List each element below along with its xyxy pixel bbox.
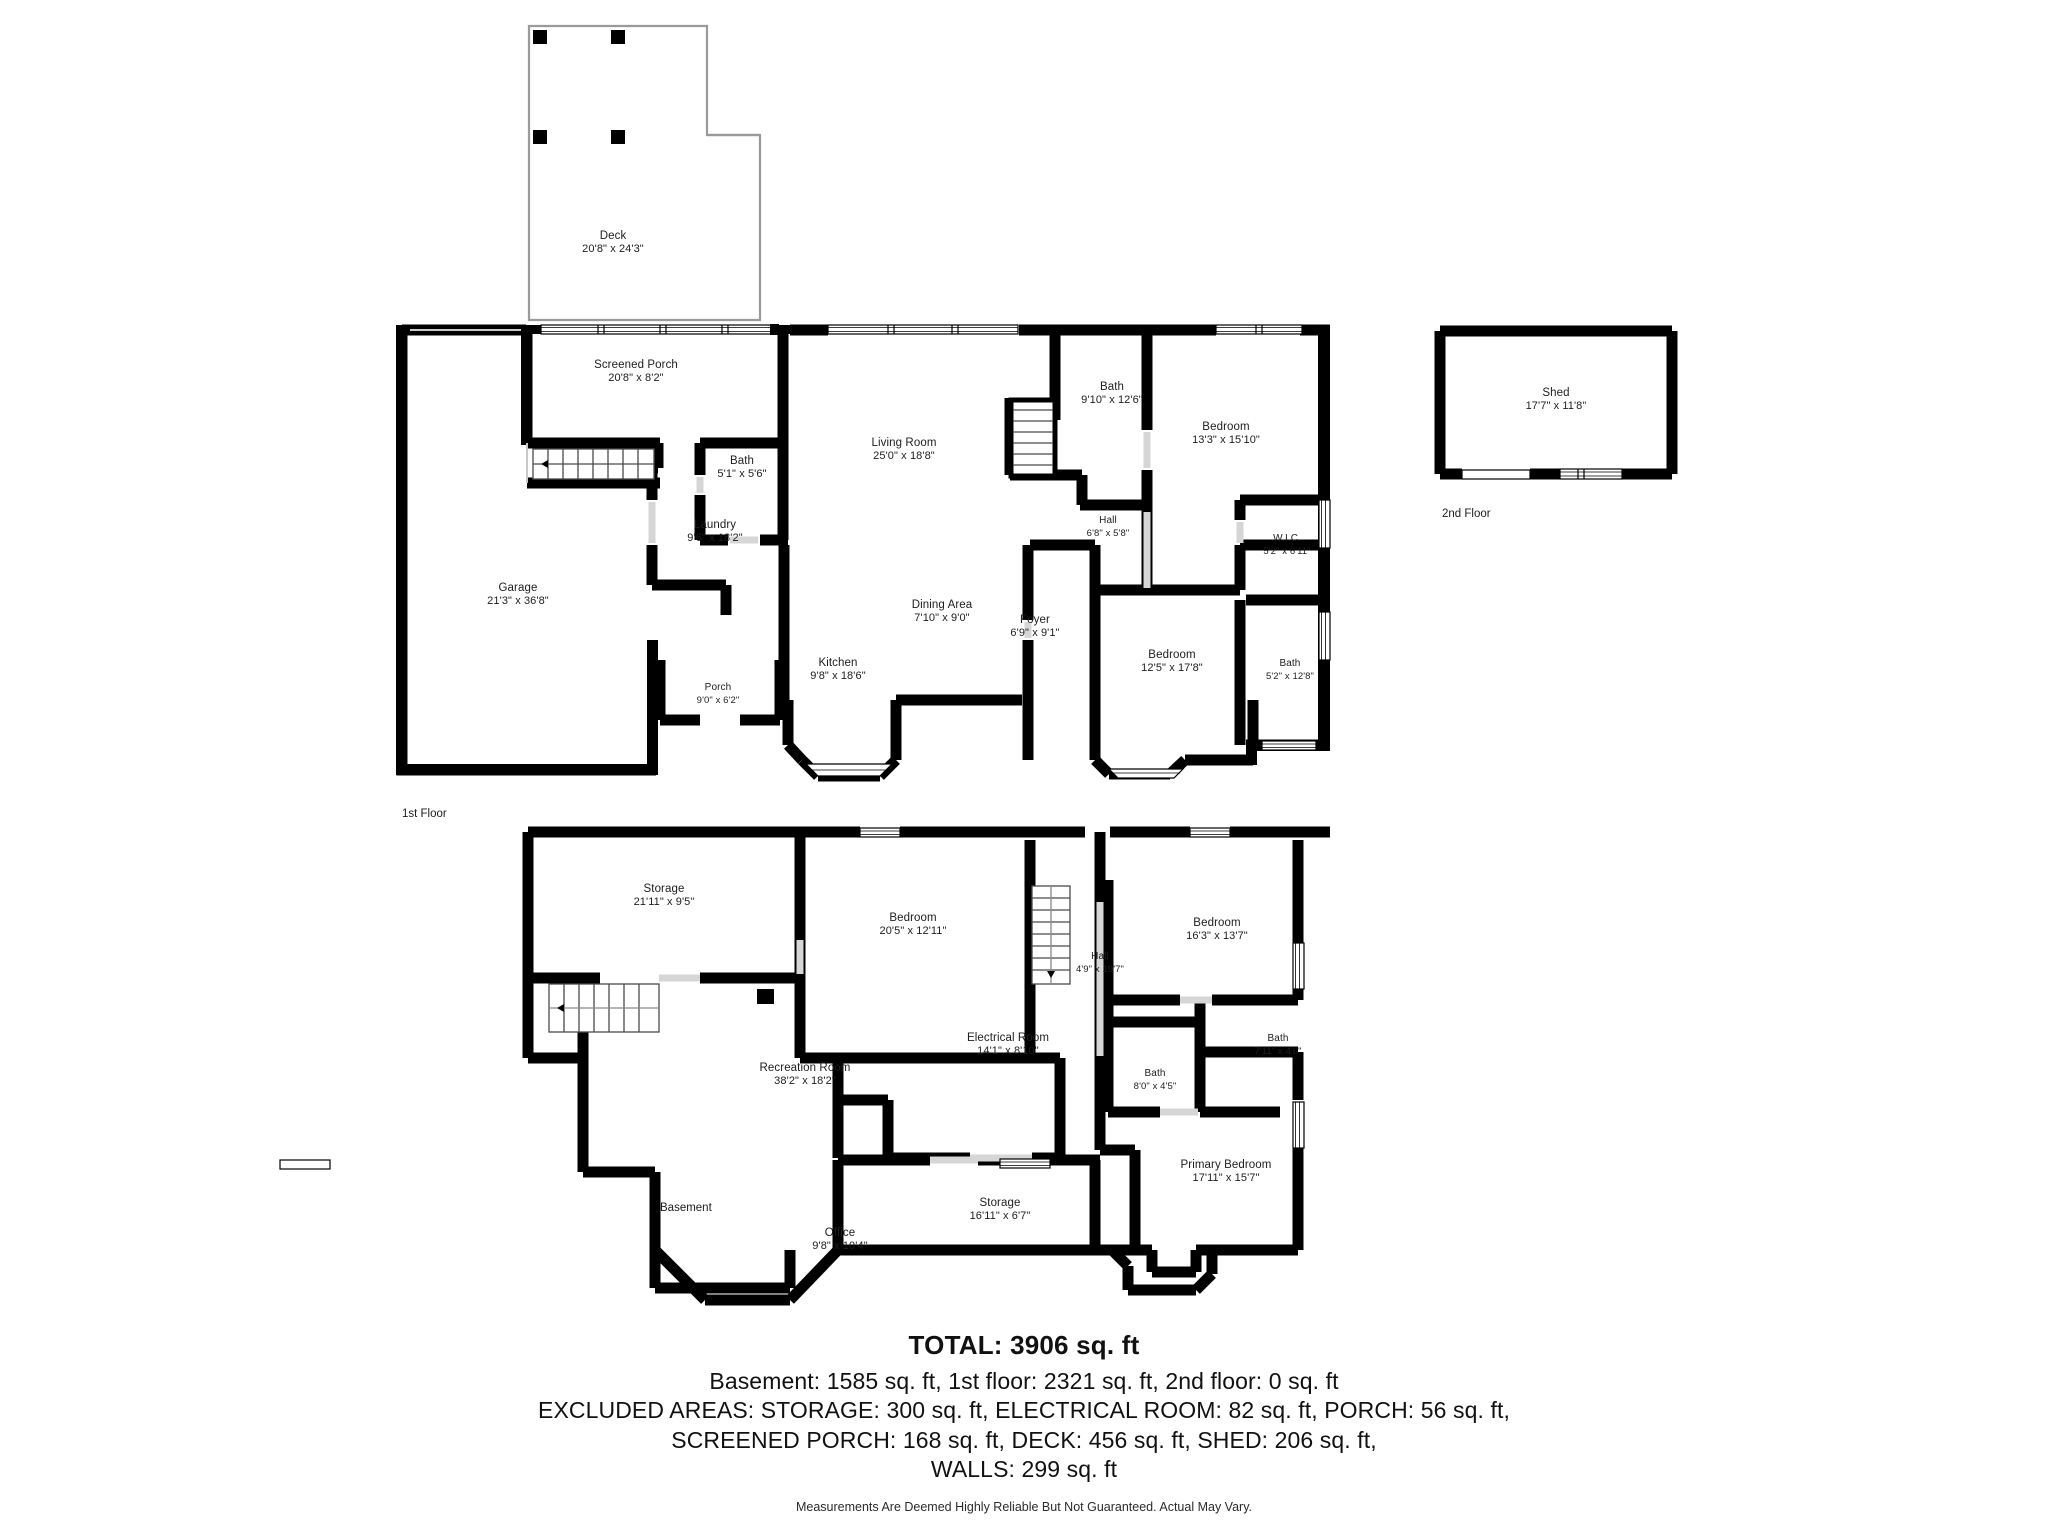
excluded-areas-line-1: EXCLUDED AREAS: STORAGE: 300 sq. ft, ELE… — [538, 1397, 1510, 1424]
first-floor-exterior-walls — [396, 325, 1330, 775]
basement-windows — [279, 827, 1305, 1170]
basement-storage-window — [999, 1158, 1051, 1169]
floor-caption-second: 2nd Floor — [1442, 508, 1491, 520]
first-floor-drawing — [396, 24, 1331, 782]
mechanical-block — [757, 989, 774, 1004]
area-summary: TOTAL: 3906 sq. ft Basement: 1585 sq. ft… — [0, 1330, 2048, 1485]
basement-stair-arrow-2 — [1047, 971, 1055, 978]
basement-doors — [659, 902, 1212, 1164]
stair-direction-arrow — [541, 460, 548, 468]
basement-stair-arrow — [557, 1004, 564, 1012]
second-floor-drawing — [1434, 325, 1678, 480]
basement-drawing — [279, 826, 1330, 1306]
floor-caption-first: 1st Floor — [402, 808, 447, 820]
first-floor-walls — [396, 324, 1330, 782]
shed-door — [1559, 468, 1623, 480]
stairs-basement-center — [1031, 885, 1071, 985]
disclaimer-text: Measurements Are Deemed Highly Reliable … — [795, 1500, 1252, 1514]
total-area-line: TOTAL: 3906 sq. ft — [908, 1330, 1140, 1360]
excluded-areas-line-2: SCREENED PORCH: 168 sq. ft, DECK: 456 sq… — [671, 1426, 1377, 1453]
deck-outline — [527, 24, 762, 322]
stairs-basement-left — [548, 983, 660, 1033]
floor-caption-basement: Basement — [660, 1202, 712, 1214]
first-floor-doors — [648, 432, 1244, 638]
shed-opening — [1461, 469, 1531, 480]
walls-area-line: WALLS: 299 sq. ft — [930, 1456, 1118, 1483]
stairs-screened-porch — [532, 448, 655, 480]
floor-area-line: Basement: 1585 sq. ft, 1st floor: 2321 s… — [709, 1368, 1339, 1394]
stairs-first-floor-interior — [1008, 397, 1058, 479]
first-floor-windows — [540, 324, 1331, 779]
first-floor-thin-lines — [410, 329, 528, 483]
